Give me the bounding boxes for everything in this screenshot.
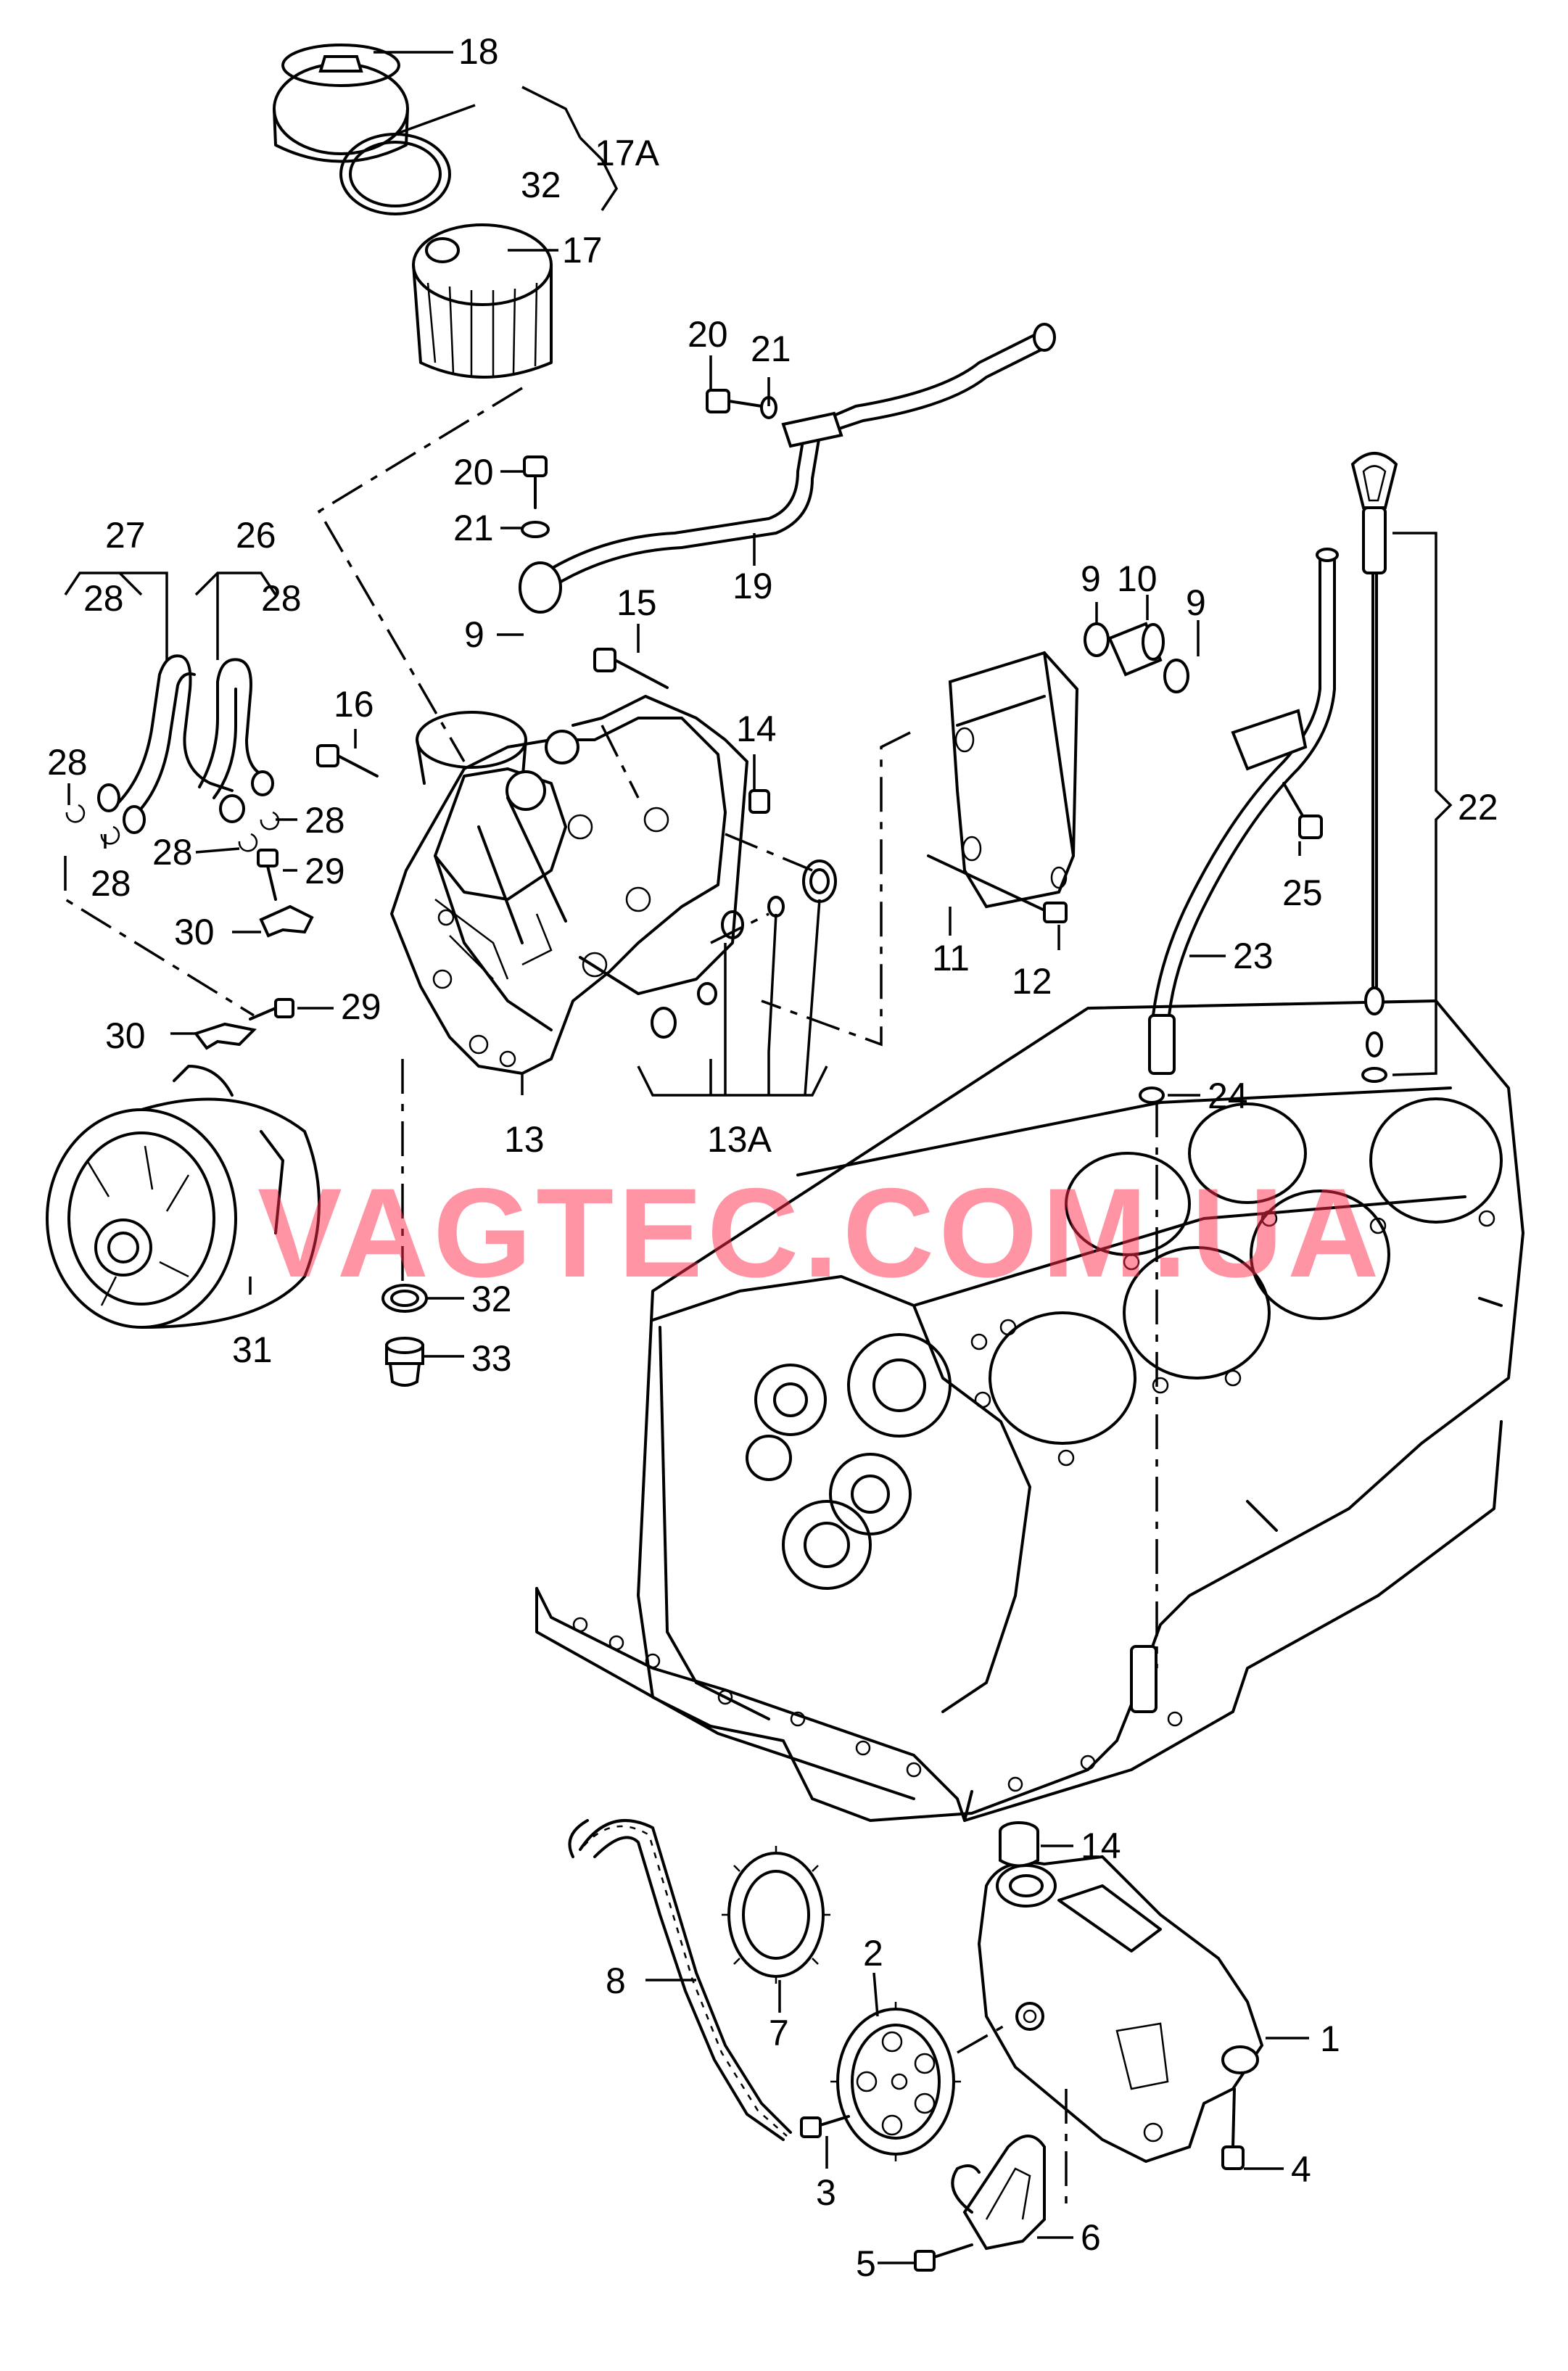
callout-13a: 13A	[707, 1119, 772, 1160]
timing-pulleys	[746, 1333, 952, 1590]
callout-16: 16	[334, 684, 374, 725]
callout-13: 13	[504, 1119, 545, 1160]
callout-21-upper: 21	[751, 329, 791, 369]
bolt-3	[800, 2115, 850, 2138]
washer-24	[1139, 1086, 1165, 1104]
callout-32-upper: 32	[521, 165, 561, 205]
callout-21-lower: 21	[453, 508, 494, 548]
retaining-clips-28	[65, 804, 280, 852]
callout-28-f: 28	[305, 800, 345, 841]
callout-20-upper: 20	[688, 314, 728, 355]
drain-plug-33	[385, 1337, 424, 1387]
dipstick-22	[1350, 452, 1398, 1083]
bolt-29-lower	[249, 998, 294, 1020]
watermark: VAGTEC.COM.UA	[257, 1163, 1384, 1304]
callout-8: 8	[606, 1960, 626, 2001]
callout-32-lower: 32	[471, 1279, 512, 1319]
bolt-20-upper	[706, 389, 777, 419]
bolt-4	[1221, 2087, 1245, 2170]
dipstick-tube-23	[1148, 548, 1339, 1075]
callout-26: 26	[236, 515, 276, 556]
callout-14-upper: 14	[736, 709, 777, 749]
callout-11: 11	[932, 938, 970, 978]
deck-holes	[970, 1210, 1495, 1467]
callout-6: 6	[1081, 2217, 1101, 2258]
callout-12: 12	[1012, 961, 1052, 1002]
callout-9-right: 9	[1186, 582, 1206, 623]
oil-filter-cap	[273, 44, 409, 163]
oil-pump-1	[977, 1855, 1264, 2164]
callout-30-upper: 30	[174, 912, 215, 952]
callout-28-e: 28	[152, 832, 193, 873]
callout-10: 10	[1117, 558, 1158, 599]
bolt-15	[593, 648, 669, 689]
oil-cooler-11	[948, 651, 1079, 909]
callout-24: 24	[1208, 1076, 1248, 1116]
breather-hose	[519, 323, 1056, 614]
assembly-lines	[64, 387, 1158, 2212]
callouts: 18 17A 32 17 20 21 20 21 19 9 15 16 14 1…	[47, 31, 1498, 2284]
bolt-20-lower	[521, 455, 550, 538]
o-ring-9-left	[1084, 622, 1110, 657]
leader-lines	[64, 51, 1453, 2264]
oil-pan-bolts	[572, 1617, 1183, 1792]
callout-15: 15	[616, 582, 657, 623]
housing-seals-13a	[651, 859, 837, 1039]
engine-block	[535, 999, 1524, 1822]
callout-29-lower: 29	[341, 986, 381, 1027]
bracket-30-upper	[259, 904, 314, 938]
callout-29-upper: 29	[305, 851, 345, 891]
callout-20-lower: 20	[453, 452, 494, 492]
callout-31: 31	[232, 1329, 273, 1370]
callout-9-housing: 9	[464, 614, 484, 655]
bolt-5	[914, 2243, 973, 2272]
sprocket-7	[722, 1846, 830, 1984]
bracket-30-lower	[193, 1022, 257, 1050]
callout-33: 33	[471, 1338, 512, 1379]
oil-lines	[97, 654, 274, 834]
callout-23: 23	[1233, 936, 1274, 976]
sprocket-2	[830, 2002, 961, 2161]
bolt-29-upper	[257, 849, 278, 901]
callout-5: 5	[856, 2243, 876, 2284]
dowel-sleeve-14-upper	[748, 789, 770, 814]
callout-28-d: 28	[91, 863, 131, 904]
callout-28-a: 28	[83, 578, 124, 619]
o-ring-9-right	[1163, 659, 1189, 693]
callout-19: 19	[733, 566, 773, 606]
callout-18: 18	[458, 31, 499, 72]
bolt-12	[927, 854, 1068, 923]
cylinder-bores	[989, 1097, 1503, 1445]
callout-7: 7	[769, 2013, 789, 2053]
callout-3: 3	[816, 2172, 836, 2213]
callout-9-left: 9	[1081, 558, 1101, 599]
callout-27: 27	[105, 515, 146, 556]
callout-14-lower: 14	[1081, 1826, 1121, 1866]
oil-filter-housing-bracket	[390, 695, 748, 1075]
bolt-16	[316, 744, 379, 778]
callout-1: 1	[1320, 2019, 1340, 2059]
callout-4: 4	[1291, 2149, 1311, 2190]
callout-30-lower: 30	[105, 1015, 146, 1056]
filter-seal-ring	[339, 133, 451, 215]
callout-17a: 17A	[595, 133, 660, 173]
alternator	[46, 1065, 321, 1329]
callout-28-c: 28	[47, 742, 88, 783]
oil-filter-element	[412, 223, 553, 379]
chain-tensioner-6	[951, 2135, 1046, 2251]
bolt-25	[1282, 782, 1323, 839]
callout-25: 25	[1282, 873, 1323, 913]
dowel-sleeve-14-lower	[999, 1821, 1039, 1868]
callout-28-b: 28	[261, 578, 302, 619]
connector-10	[1107, 622, 1165, 677]
callout-2: 2	[863, 1933, 883, 1974]
callout-17: 17	[562, 230, 603, 271]
callout-22: 22	[1458, 787, 1498, 828]
